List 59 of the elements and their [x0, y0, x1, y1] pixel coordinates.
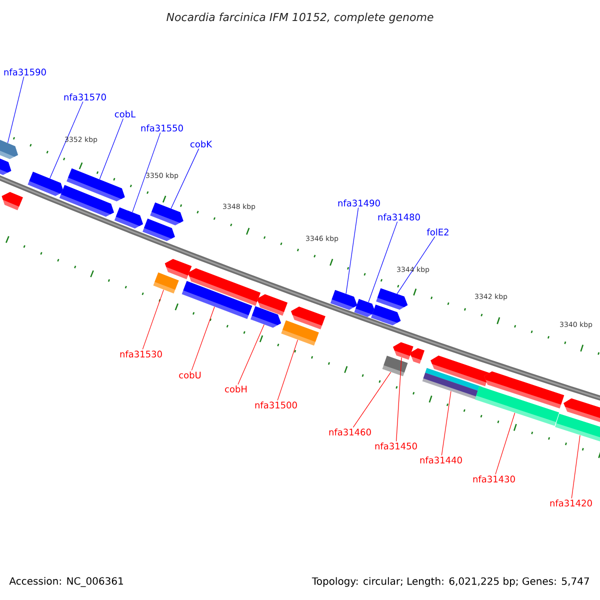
gene-block — [153, 272, 179, 294]
leader-line — [7, 76, 24, 144]
gene-label: nfa31480 — [378, 214, 420, 220]
gene-block — [354, 299, 376, 317]
gene-label: folE2 — [426, 228, 448, 236]
gene-block — [150, 202, 184, 226]
leader-line — [132, 132, 161, 212]
gene-block — [393, 342, 414, 360]
gene-label: nfa31430 — [473, 476, 515, 482]
title: Nocardia farcinica IFM 10152, complete genome — [166, 12, 434, 24]
leader-line — [368, 221, 398, 303]
leader-line — [277, 340, 298, 401]
gene-label: nfa31500 — [255, 402, 297, 408]
gene-label: cobK — [190, 140, 212, 148]
leader-line — [238, 324, 264, 385]
leader-line — [191, 306, 215, 371]
accession-text: Accession: NC_006361 — [9, 577, 123, 587]
gene-label: nfa31590 — [4, 68, 46, 76]
leader-line — [571, 434, 580, 499]
gene-block — [430, 356, 490, 386]
gene-block — [164, 258, 192, 280]
gene-block — [0, 156, 12, 175]
leader-line — [170, 148, 200, 209]
gene-label: nfa31550 — [141, 124, 183, 132]
gene-block — [188, 268, 261, 306]
gene-block — [410, 348, 424, 364]
gene-block — [291, 306, 326, 330]
leader-line — [396, 357, 402, 442]
gene-block — [256, 294, 288, 316]
leader-line — [346, 207, 359, 294]
gene-block — [484, 371, 564, 408]
gene-label: nfa31450 — [375, 442, 417, 450]
leader-line — [441, 390, 452, 456]
gene-label: nfa31530 — [120, 350, 162, 358]
gene-label: nfa31490 — [338, 200, 380, 206]
gene-label: cobU — [179, 372, 201, 378]
gene-label: nfa31460 — [329, 428, 371, 436]
gene-label: cobL — [114, 110, 136, 118]
gene-label: nfa31570 — [64, 94, 106, 100]
gene-block — [382, 356, 408, 376]
gene-block — [59, 185, 114, 217]
genome-info-text: Topology: circular; Length: 6,021,225 bp; Genes: 5,747 — [312, 577, 589, 587]
leader-line — [396, 236, 436, 294]
leader-line — [142, 290, 164, 350]
leader-line — [50, 101, 84, 179]
gene-block — [142, 218, 175, 242]
gene-block — [330, 290, 358, 310]
gene-label: nfa31440 — [420, 456, 462, 464]
leader-line — [99, 118, 124, 180]
gene-label: nfa31420 — [550, 500, 592, 506]
gene-block — [2, 192, 23, 210]
gene-block — [564, 398, 600, 424]
gene-block — [28, 172, 64, 196]
gene-block — [0, 138, 18, 160]
leader-line — [495, 412, 516, 475]
gene-block — [114, 207, 144, 228]
gene-label: cobH — [225, 386, 247, 392]
leader-line — [352, 372, 392, 428]
gene-block — [371, 304, 401, 326]
